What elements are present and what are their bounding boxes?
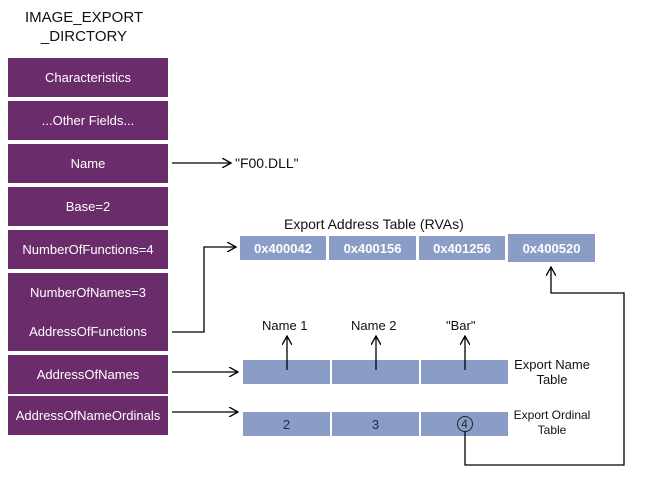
field-address-of-functions: AddressOfFunctions	[8, 312, 168, 351]
field-name: Name	[8, 144, 168, 183]
export-name-label: Name 1	[262, 318, 308, 333]
export-name-table-label: Export Name Table	[514, 357, 590, 387]
eat-entry: 0x400520	[508, 234, 595, 262]
arrow-ordinal-to-eat	[464, 267, 625, 466]
eat-entry: 0x400042	[240, 236, 326, 260]
field-characteristics: Characteristics	[8, 58, 168, 97]
field-address-of-name-ordinals: AddressOfNameOrdinals	[8, 396, 168, 435]
field-base: Base=2	[8, 187, 168, 226]
field-address-of-names: AddressOfNames	[8, 355, 168, 394]
ordinal-cell: 2	[243, 412, 330, 436]
export-ordinal-table-label: Export Ordinal Table	[513, 408, 591, 437]
diagram-title: IMAGE_EXPORT _DIRCTORY	[24, 9, 144, 45]
export-name-label: Name 2	[351, 318, 397, 333]
dll-name-label: "F00.DLL"	[235, 155, 299, 171]
eat-entry: 0x400156	[329, 236, 416, 260]
field-other-fields: ...Other Fields...	[8, 101, 168, 140]
ordinal-cell: 3	[332, 412, 419, 436]
field-number-of-names: NumberOfNames=3	[8, 273, 168, 312]
ordinal-circle-marker: 4	[456, 416, 473, 432]
eat-entry: 0x401256	[419, 236, 505, 260]
arrow-functions-to-eat	[172, 247, 236, 333]
field-number-of-functions: NumberOfFunctions=4	[8, 230, 168, 269]
export-name-label: "Bar"	[446, 318, 476, 333]
export-address-table-label: Export Address Table (RVAs)	[284, 216, 464, 232]
